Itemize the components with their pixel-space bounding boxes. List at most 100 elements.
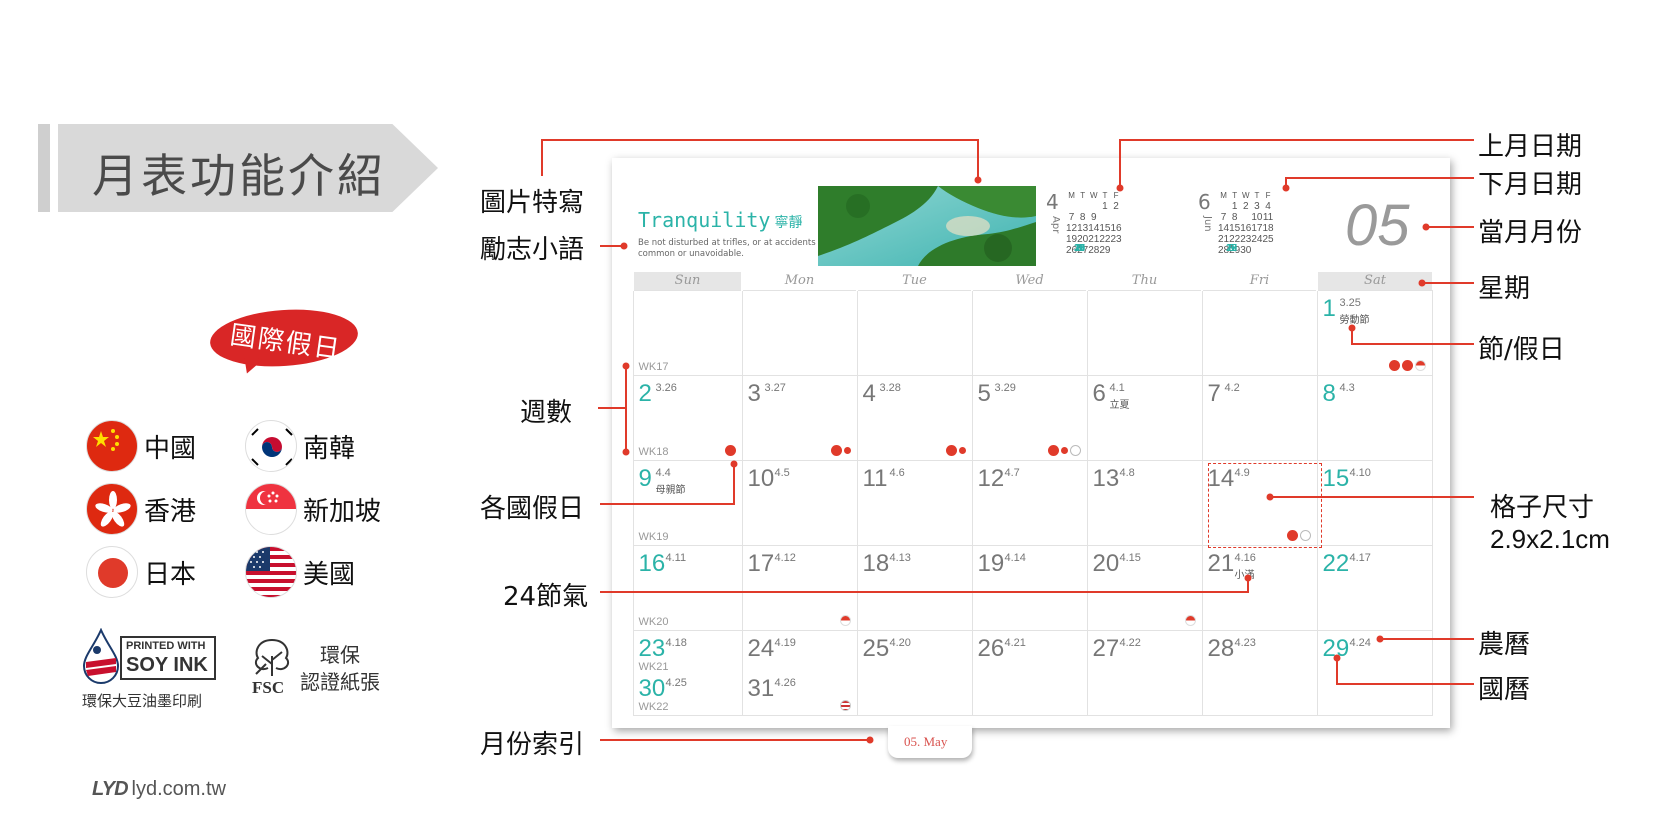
lunar-date: 4.9 (1234, 466, 1250, 479)
lunar-date: 3.28 (879, 381, 901, 394)
weekday-header: Fri (1201, 272, 1317, 290)
lunar-date: 4.10 (1349, 466, 1371, 479)
fsc-label: FSC (252, 678, 285, 697)
day-number: 11 (862, 464, 888, 492)
cn-flag-icon (724, 444, 736, 456)
china-flag-icon (86, 420, 138, 472)
day-number: 13 (1092, 464, 1120, 492)
usa-flag-icon (245, 546, 297, 598)
day-cell[interactable] (856, 289, 973, 376)
day-number: 5 (977, 379, 991, 407)
holiday-label: 立夏 (1109, 399, 1130, 411)
callout-holiday: 節/假日 (1478, 335, 1565, 365)
lunar-date: 4.25 (665, 676, 687, 689)
next-month-name: Jun (1202, 216, 1213, 232)
callout-week-number: 週數 (520, 398, 573, 428)
hk-flag-icon (1401, 359, 1413, 371)
cn-flag-icon (1388, 359, 1400, 371)
day-cell[interactable]: WK17 (632, 289, 743, 376)
callout-cell-size: 格子尺寸 2.9x2.1cm (1490, 492, 1610, 554)
day-number: 3 (747, 379, 761, 407)
lunar-date: 4.16 (1234, 551, 1256, 564)
holiday-label: 小滿 (1234, 569, 1255, 581)
holiday-flag-dots (1286, 529, 1311, 541)
lunar-date: 4.5 (774, 466, 790, 479)
day-number: 16 (638, 549, 666, 577)
country-label: 日本 (144, 559, 197, 590)
lunar-date: 3.26 (655, 381, 677, 394)
brand-url[interactable]: lyd.com.tw (131, 778, 226, 800)
prev-month-number: 4 (1046, 190, 1059, 214)
weekday-header: Wed (971, 272, 1087, 290)
sg-flag-icon (1184, 614, 1196, 626)
weekday-header: Mon (741, 272, 857, 290)
holiday-flag-dots (724, 444, 736, 456)
day-cell[interactable] (1201, 289, 1318, 376)
country-label: 中國 (144, 433, 197, 464)
day-number: 28 (1207, 634, 1235, 662)
korea-flag-icon (245, 420, 297, 472)
jp-flag-icon (958, 446, 966, 454)
cn-flag-icon (1047, 444, 1059, 456)
jp-flag-icon (1060, 446, 1068, 454)
weekday-header: Tue (856, 272, 972, 290)
country-usa: 美國 (245, 546, 355, 598)
holiday-label: 勞動節 (1339, 314, 1370, 326)
callout-solar-terms: 24節氣 (503, 582, 589, 612)
week-number: WK17 (638, 360, 669, 373)
month-index-tab[interactable]: 05. May (888, 726, 972, 758)
current-month-number: 05 (1345, 193, 1410, 258)
day-number: 25 (862, 634, 890, 662)
country-hongkong: 香港 (86, 483, 196, 535)
lunar-date: 4.3 (1339, 381, 1355, 394)
week-number: WK18 (638, 445, 669, 458)
country-china: 中國 (86, 420, 196, 472)
day-number: 4 (862, 379, 876, 407)
us-flag-icon (839, 699, 851, 711)
day-number: 8 (1322, 379, 1336, 407)
day-cell[interactable] (971, 289, 1088, 376)
lunar-date: 3.29 (994, 381, 1016, 394)
day-number: 30 (638, 674, 666, 702)
japan-flag-icon (86, 546, 138, 598)
callout-next-month: 下月日期 (1478, 170, 1583, 200)
day-number: 15 (1322, 464, 1350, 492)
weekday-header: Thu (1086, 272, 1202, 290)
title-bar-accent (38, 124, 50, 212)
day-number: 27 (1092, 634, 1120, 662)
day-cell[interactable] (741, 289, 858, 376)
lunar-date: 4.17 (1349, 551, 1371, 564)
callout-month-index: 月份索引 (480, 730, 585, 760)
fsc-tree-icon (254, 639, 290, 676)
prev-month-name: Apr (1050, 216, 1061, 234)
sg-flag-icon (839, 614, 851, 626)
lunar-date: 4.12 (774, 551, 796, 564)
callout-intl-holiday: 各國假日 (480, 494, 585, 524)
day-number: 18 (862, 549, 890, 577)
lunar-date: 3.25 (1339, 296, 1361, 309)
callout-photo: 圖片特寫 (480, 188, 585, 218)
day-number: 17 (747, 549, 775, 577)
country-label: 南韓 (303, 433, 356, 464)
country-korea: 南韓 (245, 420, 355, 472)
day-number: 21 (1207, 549, 1235, 577)
